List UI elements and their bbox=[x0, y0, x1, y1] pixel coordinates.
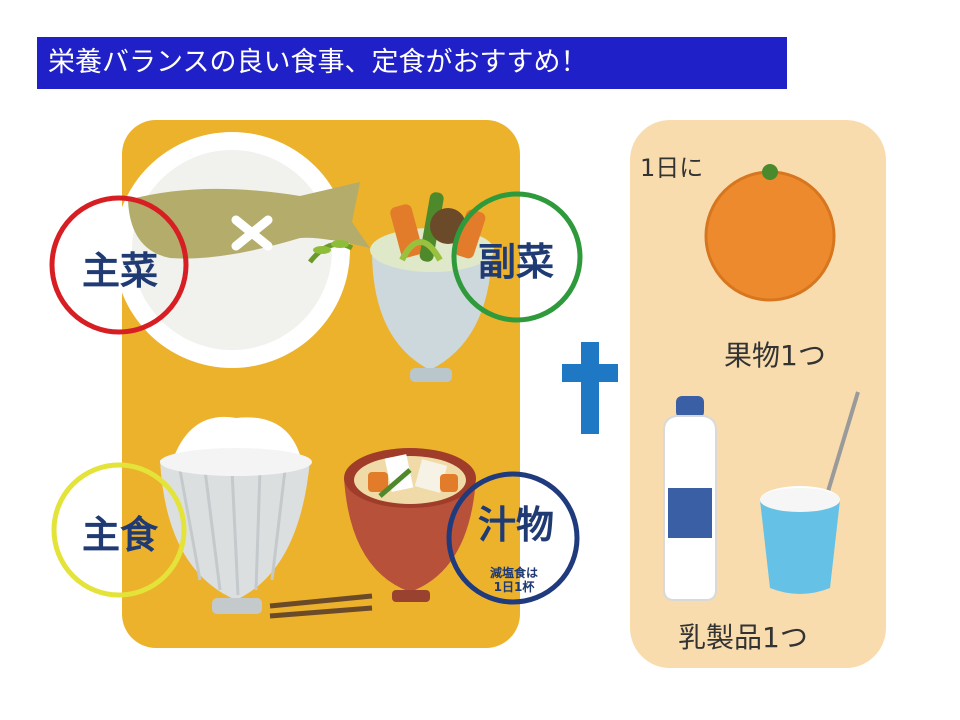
daily-header: 1日に bbox=[640, 154, 704, 182]
milk-bottle-icon bbox=[663, 396, 717, 601]
staple-circle bbox=[51, 462, 187, 598]
staple-label: 主食 bbox=[82, 513, 159, 557]
fruit-label: 果物1つ bbox=[724, 339, 826, 372]
side-dish-circle bbox=[451, 191, 583, 323]
yogurt-cup-icon bbox=[760, 391, 860, 594]
rice-bowl-icon bbox=[160, 416, 312, 614]
plus-icon bbox=[562, 342, 618, 434]
dairy-label: 乳製品1つ bbox=[678, 621, 808, 654]
soup-bowl-icon bbox=[344, 448, 476, 602]
orange-icon bbox=[704, 164, 836, 302]
side-dish-label: 副菜 bbox=[478, 240, 555, 284]
soup-circle bbox=[446, 471, 580, 605]
chopsticks-icon bbox=[269, 593, 373, 619]
soup-note-line1: 減塩食は bbox=[489, 566, 538, 580]
page-title: 栄養バランスの良い食事、定食がおすすめ！ bbox=[37, 37, 787, 89]
main-dish-circle bbox=[49, 195, 189, 335]
fish-plate-icon bbox=[114, 132, 370, 368]
soup-note-line2: 1日1杯 bbox=[493, 580, 535, 594]
side-dish-bowl-icon bbox=[370, 192, 494, 382]
soup-label: 汁物 bbox=[478, 503, 555, 547]
main-dish-label: 主菜 bbox=[82, 249, 159, 293]
